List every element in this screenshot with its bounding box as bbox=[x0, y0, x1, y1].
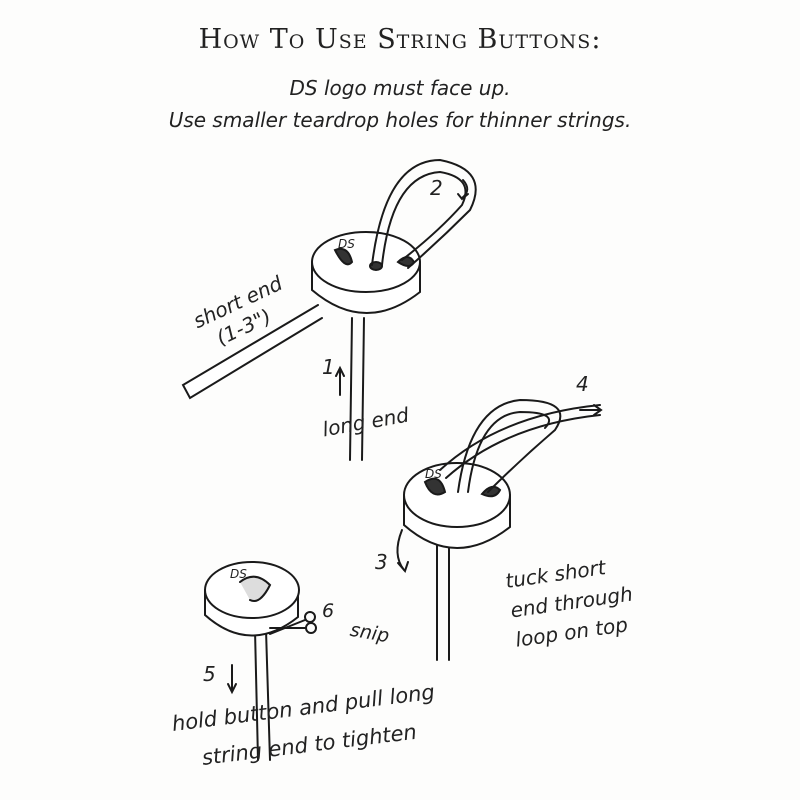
ds-logos: DS DS DS bbox=[230, 237, 442, 581]
arrow-1 bbox=[335, 365, 345, 396]
ds-logo-3: DS bbox=[230, 567, 247, 581]
short-end-string bbox=[181, 304, 323, 400]
step-5-number: 5 bbox=[203, 662, 216, 686]
teardrop-hole-right-2 bbox=[480, 485, 502, 498]
step-1-number: 1 bbox=[322, 355, 335, 379]
scissors-icon bbox=[269, 611, 317, 635]
subtitle-line-2: Use smaller teardrop holes for thinner s… bbox=[168, 108, 632, 132]
step-2-number: 2 bbox=[430, 176, 443, 200]
teardrop-hole-left-2 bbox=[423, 477, 447, 496]
knot bbox=[239, 575, 272, 602]
arrow-2 bbox=[457, 179, 469, 201]
arrow-3 bbox=[396, 529, 409, 573]
short-end-tucked bbox=[439, 404, 601, 479]
subtitle-line-1: DS logo must face up. bbox=[289, 76, 511, 100]
long-string-2 bbox=[436, 544, 450, 661]
loop-string-2 bbox=[457, 398, 562, 493]
diagram-step-5-6 bbox=[204, 561, 317, 761]
teardrop-hole-left bbox=[333, 247, 354, 266]
diagram-step-1-2 bbox=[181, 158, 477, 461]
arrow-4 bbox=[579, 404, 603, 416]
ds-logo-1: DS bbox=[338, 237, 355, 251]
step-4-number: 4 bbox=[576, 372, 589, 396]
long-end-string bbox=[349, 317, 365, 461]
step-6-number: 6 bbox=[322, 600, 335, 622]
ds-logo-2: DS bbox=[425, 467, 442, 481]
strings-3 bbox=[254, 629, 271, 761]
diagram-step-3-4 bbox=[396, 398, 603, 661]
button-top bbox=[311, 231, 421, 293]
step-3-number: 3 bbox=[375, 550, 388, 574]
loop-string bbox=[371, 158, 477, 269]
page-title: How To Use String Buttons: bbox=[198, 24, 602, 55]
arrow-5 bbox=[227, 664, 237, 695]
